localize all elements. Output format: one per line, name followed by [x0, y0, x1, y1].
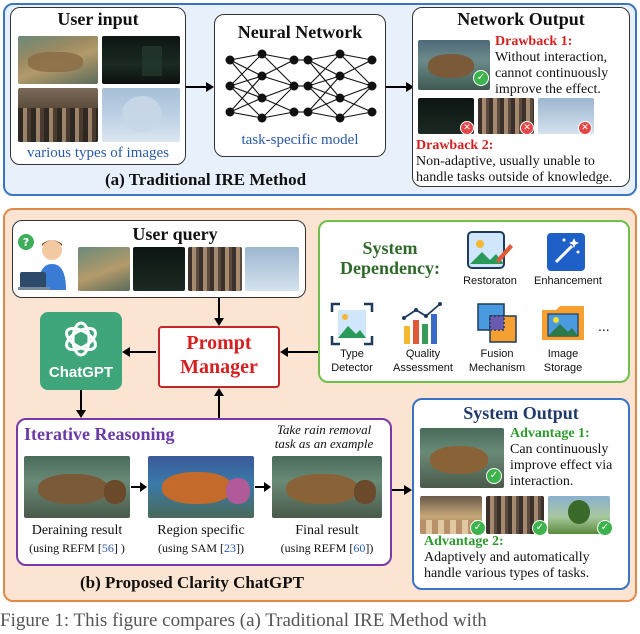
- system-dependency-title-1: System: [362, 238, 418, 258]
- arrow-chatgpt-to-reasoning: [76, 390, 86, 418]
- advantage-1-title: Advantage 1:: [510, 426, 590, 441]
- prompt-manager-box: [158, 326, 280, 388]
- tool-label-quality: Quality: [405, 348, 441, 360]
- final-result-label: Final result: [295, 523, 359, 538]
- arrow-query-to-prompt: [214, 298, 224, 326]
- tool-label-fusion: Fusion: [480, 348, 514, 360]
- network-output-box: [412, 7, 630, 187]
- tool-label-restoration: Restoraton: [463, 275, 517, 287]
- cross-icon: ✕: [578, 121, 592, 135]
- drawback-1-title: Drawback 1:: [495, 34, 573, 49]
- arrow-dependency-to-prompt: [280, 347, 318, 357]
- arrow-input-to-network: [186, 82, 214, 92]
- query-image-fog: [245, 247, 299, 291]
- tool-label-mechanism: Mechanism: [468, 362, 526, 374]
- region-specific-image: [148, 456, 254, 518]
- restoration-icon: [467, 231, 513, 269]
- example-line-2: task as an example: [274, 436, 374, 451]
- query-image-dark: [133, 247, 185, 291]
- chatgpt-icon: [65, 321, 97, 357]
- fusion-mechanism-icon: [477, 303, 517, 343]
- advantage-1-line-3: interaction.: [510, 474, 574, 489]
- example-line-1: Take rain removal: [276, 422, 372, 437]
- clarity-chatgpt-caption: (b) Proposed Clarity ChatGPT: [80, 573, 304, 592]
- check-icon: ✓: [532, 520, 548, 536]
- input-image-foggy-tree: [102, 88, 180, 142]
- query-image-crowd: [188, 247, 242, 291]
- chatgpt-logo: [40, 312, 122, 390]
- user-input-title: User input: [57, 9, 139, 29]
- tool-label-enhancement: Enhancement: [534, 275, 602, 287]
- tools-ellipsis: ...: [598, 318, 610, 334]
- type-detector-icon: [330, 302, 374, 346]
- drawback-2-title: Drawback 2:: [416, 138, 494, 153]
- neural-network-icon: [225, 49, 377, 123]
- advantage-1-line-2: improve effect via: [510, 458, 613, 473]
- traditional-ire-caption: (a) Traditional IRE Method: [105, 170, 307, 189]
- arrow-reasoning-to-output: [392, 485, 412, 495]
- drawback-1-line-1: Without interaction,: [495, 50, 608, 65]
- final-result-sub: (using REFM [60]): [280, 541, 374, 555]
- drawback-1-line-3: improve the effect.: [495, 82, 601, 97]
- tool-label-detector: Detector: [331, 362, 373, 374]
- neural-network-caption: task-specific model: [241, 132, 359, 148]
- deraining-result-label: Deraining result: [31, 523, 123, 538]
- tool-label-storage: Storage: [543, 362, 583, 374]
- tool-label-type: Type: [340, 348, 364, 360]
- prompt-manager-line-2: Manager: [180, 356, 258, 378]
- tool-label-assessment: Assessment: [393, 362, 453, 374]
- prompt-manager-line-1: Prompt: [186, 332, 252, 354]
- arrow-reasoning-to-prompt: [214, 388, 224, 418]
- check-icon: ✓: [470, 520, 486, 536]
- input-image-crowd: [18, 88, 98, 142]
- cross-icon: ✕: [460, 121, 474, 135]
- advantage-1-line-1: Can continuously: [510, 442, 609, 457]
- drawback-2-line-2: handle tasks outside of knowledge.: [416, 170, 613, 185]
- figure-caption: Figure 1: This figure compares (a) Tradi…: [0, 610, 487, 631]
- drawback-2-line-1: Non-adaptive, usually unable to: [416, 154, 595, 169]
- system-output-title: System Output: [463, 403, 579, 423]
- arrow-prompt-to-chatgpt: [122, 347, 156, 357]
- advantage-2-line-1: Adaptively and automatically: [424, 550, 590, 565]
- user-query-title: User query: [132, 224, 218, 244]
- iterative-reasoning-title: Iterative Reasoning: [24, 424, 175, 444]
- input-image-dark-street: [102, 36, 180, 84]
- image-storage-icon: [542, 306, 584, 340]
- user-avatar-icon: ?: [18, 234, 66, 290]
- arrow-network-to-output: [386, 82, 414, 92]
- final-result-image: [272, 456, 382, 518]
- region-specific-label: Region specific: [157, 523, 245, 538]
- query-image-bears: [78, 247, 130, 291]
- tool-label-image: Image: [547, 348, 579, 360]
- arrow-deraining-to-region: [131, 482, 147, 492]
- system-dependency-title-2: Dependency:: [340, 258, 440, 278]
- neural-network-title: Neural Network: [237, 22, 363, 42]
- deraining-result-image: [24, 456, 130, 518]
- user-input-caption: various types of images: [26, 145, 170, 161]
- network-output-title: Network Output: [457, 9, 585, 29]
- check-icon: ✓: [597, 520, 613, 536]
- svg-text:?: ?: [23, 236, 29, 249]
- quality-assessment-icon: [402, 302, 442, 344]
- input-image-bears-rain: [18, 36, 98, 84]
- deraining-result-sub: (using REFM [56] ): [29, 541, 125, 555]
- check-icon: ✓: [486, 468, 502, 484]
- drawback-1-line-2: cannot continuously: [495, 66, 609, 81]
- region-specific-sub: (using SAM [23]): [157, 541, 244, 555]
- advantage-2-line-2: handle various types of tasks.: [424, 566, 590, 581]
- advantage-2-title: Advantage 2:: [424, 534, 504, 549]
- chatgpt-label: ChatGPT: [48, 364, 114, 381]
- enhancement-icon: [547, 233, 585, 271]
- cross-icon: ✕: [520, 121, 534, 135]
- check-icon: ✓: [473, 70, 489, 86]
- arrow-region-to-final: [255, 482, 271, 492]
